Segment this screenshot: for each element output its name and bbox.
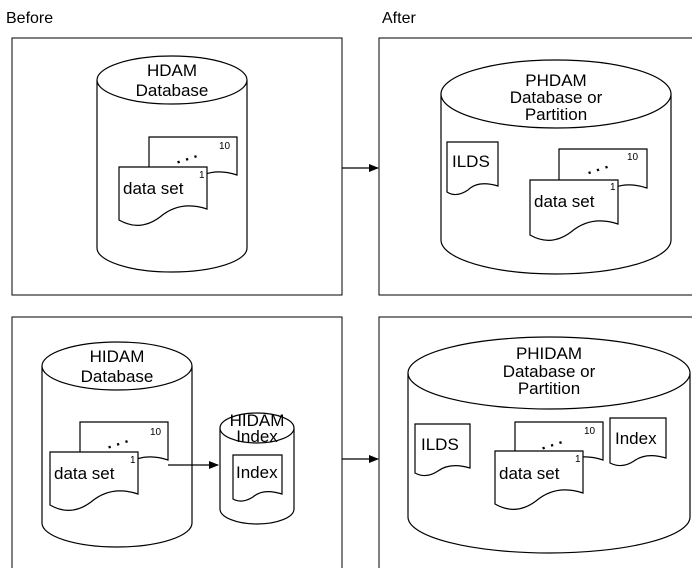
phdam-db-label-line2: Database or — [510, 88, 603, 107]
hidam-index-document-label: Index — [236, 463, 278, 482]
hdam-dataset-first-number: 1 — [199, 170, 205, 181]
hidam-index-db-label-line2: Index — [236, 427, 278, 446]
panel-before-hidam — [11, 316, 343, 568]
phdam-dataset-first-number: 1 — [610, 182, 616, 193]
phidam-ilds-label: ILDS — [421, 435, 459, 454]
panel-after-phidam — [378, 316, 692, 568]
before-heading: Before — [6, 10, 53, 27]
phidam-db-label-line3: Partition — [518, 379, 580, 398]
phidam-dataset-first-number: 1 — [575, 454, 581, 465]
phidam-db-label-line1: PHIDAM — [516, 344, 582, 363]
phidam-dataset-label: data set — [499, 464, 560, 483]
phdam-continuation-dots: . . . — [584, 155, 610, 178]
hidam-dataset-label: data set — [54, 464, 115, 483]
panel-after-phdam — [378, 37, 692, 296]
phdam-ilds-document — [446, 141, 499, 196]
phdam-dataset-label: data set — [534, 192, 595, 211]
phdam-db-label-line1: PHDAM — [525, 71, 586, 90]
phdam-dataset-stack — [529, 148, 648, 241]
hdam-dataset-label: data set — [123, 179, 184, 198]
hidam-dataset-first-number: 1 — [130, 455, 136, 466]
phidam-db-label-line2: Database or — [503, 362, 596, 381]
hdam-continuation-dots: . . . — [173, 145, 199, 168]
hidam-continuation-dots: . . . — [104, 430, 130, 453]
hdam-dataset-stack — [118, 136, 238, 226]
hdam-dataset-last-number: 10 — [219, 141, 231, 152]
hidam-db-label-line1: HIDAM — [90, 347, 145, 366]
hidam-db-label-line2: Database — [81, 367, 154, 386]
hdam-db-label-line2: Database — [136, 81, 209, 100]
hidam-index-document — [232, 454, 283, 502]
panel-before-hdam — [11, 37, 343, 296]
phdam-dataset-last-number: 10 — [627, 152, 639, 163]
phdam-ilds-label: ILDS — [452, 152, 490, 171]
hidam-index-db-label-line1: HIDAM — [230, 411, 285, 430]
phidam-index-document — [609, 417, 667, 467]
phdam-db-label-line3: Partition — [525, 105, 587, 124]
hdam-db-label-line1: HDAM — [147, 61, 197, 80]
hidam-dataset-stack — [49, 421, 169, 511]
phidam-ilds-document — [414, 423, 471, 477]
phidam-dataset-stack — [494, 421, 604, 510]
phidam-index-document-label: Index — [615, 429, 657, 448]
phidam-dataset-last-number: 10 — [584, 426, 596, 437]
phidam-continuation-dots: . . . — [538, 431, 564, 454]
hidam-dataset-last-number: 10 — [150, 427, 162, 438]
after-heading: After — [382, 10, 416, 27]
